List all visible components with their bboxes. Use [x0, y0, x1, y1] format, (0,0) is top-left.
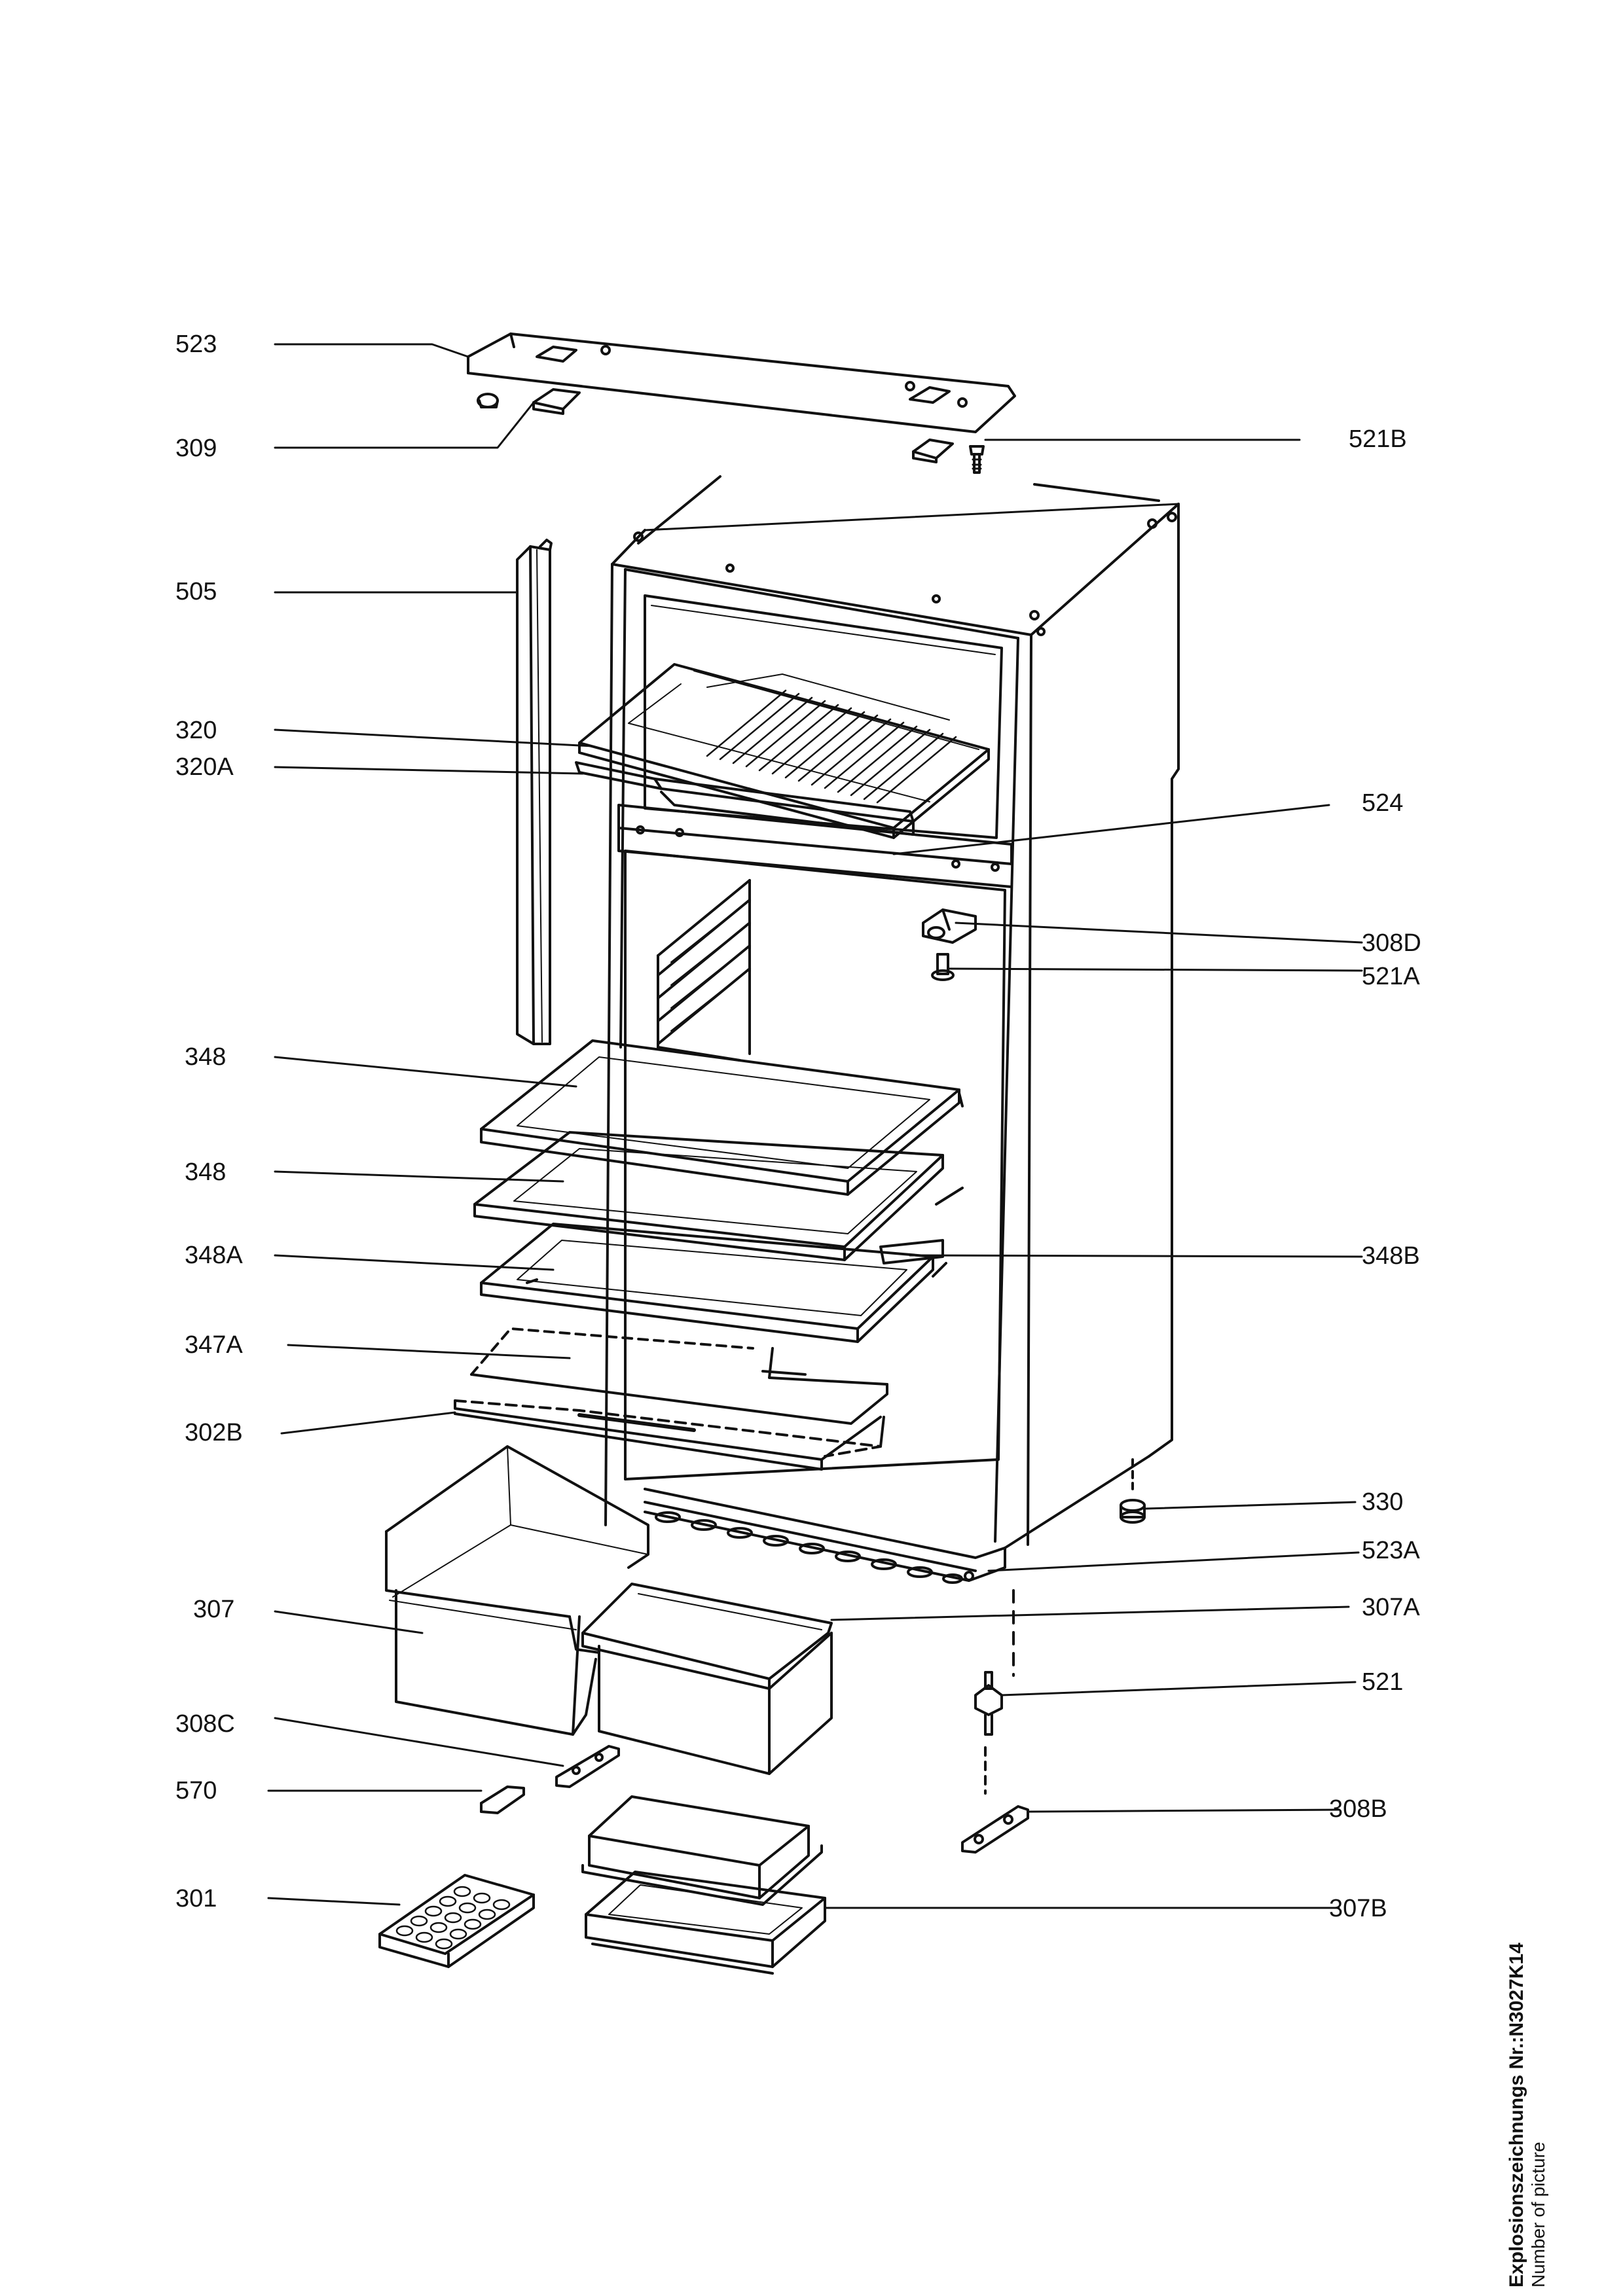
shelf-support-348B	[879, 1239, 947, 1278]
leader-lines	[267, 343, 1363, 1909]
butter-dish-lid	[581, 1795, 823, 1906]
callout-505: 505	[175, 578, 217, 605]
drawing-number-footer: Explosionszeichnungs Nr.:N3027K14 Number…	[1506, 1943, 1549, 2287]
drawing-number-caption: Number of picture	[1528, 2142, 1548, 2287]
callout-523A: 523A	[1362, 1537, 1420, 1564]
callout-308D: 308D	[1362, 929, 1421, 957]
hinge-bracket-308B	[961, 1805, 1029, 1854]
callout-308C: 308C	[175, 1710, 235, 1738]
ice-cube-tray	[378, 1874, 535, 1968]
callout-521B: 521B	[1349, 425, 1407, 453]
foot-330	[1120, 1458, 1146, 1524]
freezer-tray	[575, 761, 915, 836]
washer-left	[477, 393, 499, 408]
screw-521A	[931, 953, 955, 981]
callout-301: 301	[175, 1885, 217, 1912]
cabinet-bottom	[644, 1488, 1006, 1584]
side-rails	[657, 879, 751, 1062]
callout-307B: 307B	[1329, 1895, 1387, 1922]
callout-320: 320	[175, 717, 217, 744]
callout-348-middle: 348	[185, 1158, 227, 1186]
callout-347A: 347A	[185, 1331, 243, 1359]
callout-524: 524	[1362, 789, 1404, 817]
door-seal-strip	[516, 539, 553, 1045]
freezer-wire-shelf	[578, 663, 990, 839]
callout-307A: 307A	[1362, 1594, 1420, 1621]
cabinet-body	[604, 475, 1180, 1549]
callout-570: 570	[175, 1777, 217, 1804]
glass-shelf-302B	[454, 1399, 885, 1471]
callout-307: 307	[193, 1596, 235, 1623]
callout-348B: 348B	[1362, 1242, 1420, 1270]
bracket-308C	[555, 1745, 620, 1788]
callout-320A: 320A	[175, 753, 234, 781]
callout-348-top: 348	[185, 1043, 227, 1071]
callout-521A: 521A	[1362, 963, 1420, 990]
hinge-308D	[922, 908, 977, 944]
bracket-570	[480, 1785, 525, 1814]
crisper-bin-307A	[581, 1583, 833, 1775]
glass-shelf-1	[480, 1039, 964, 1196]
callout-523: 523	[175, 331, 217, 358]
drawing-number: Explosionszeichnungs Nr.:N3027K14	[1506, 1943, 1527, 2287]
callout-348A: 348A	[185, 1242, 243, 1269]
screw-521B	[969, 445, 985, 474]
callout-309: 309	[175, 435, 217, 462]
callout-330: 330	[1362, 1488, 1404, 1516]
hinge-pin-521	[974, 1589, 1015, 1795]
callout-302B: 302B	[185, 1419, 243, 1446]
glass-shelf-2	[473, 1131, 964, 1261]
crisper-cover-347A	[470, 1327, 888, 1425]
butter-dish-tray	[585, 1871, 826, 1975]
callout-521: 521	[1362, 1668, 1404, 1696]
top-mounting-bar	[467, 332, 1016, 433]
crisper-bin-307	[385, 1445, 649, 1736]
callout-308B: 308B	[1329, 1795, 1387, 1823]
hinge-bracket-309	[532, 388, 954, 463]
